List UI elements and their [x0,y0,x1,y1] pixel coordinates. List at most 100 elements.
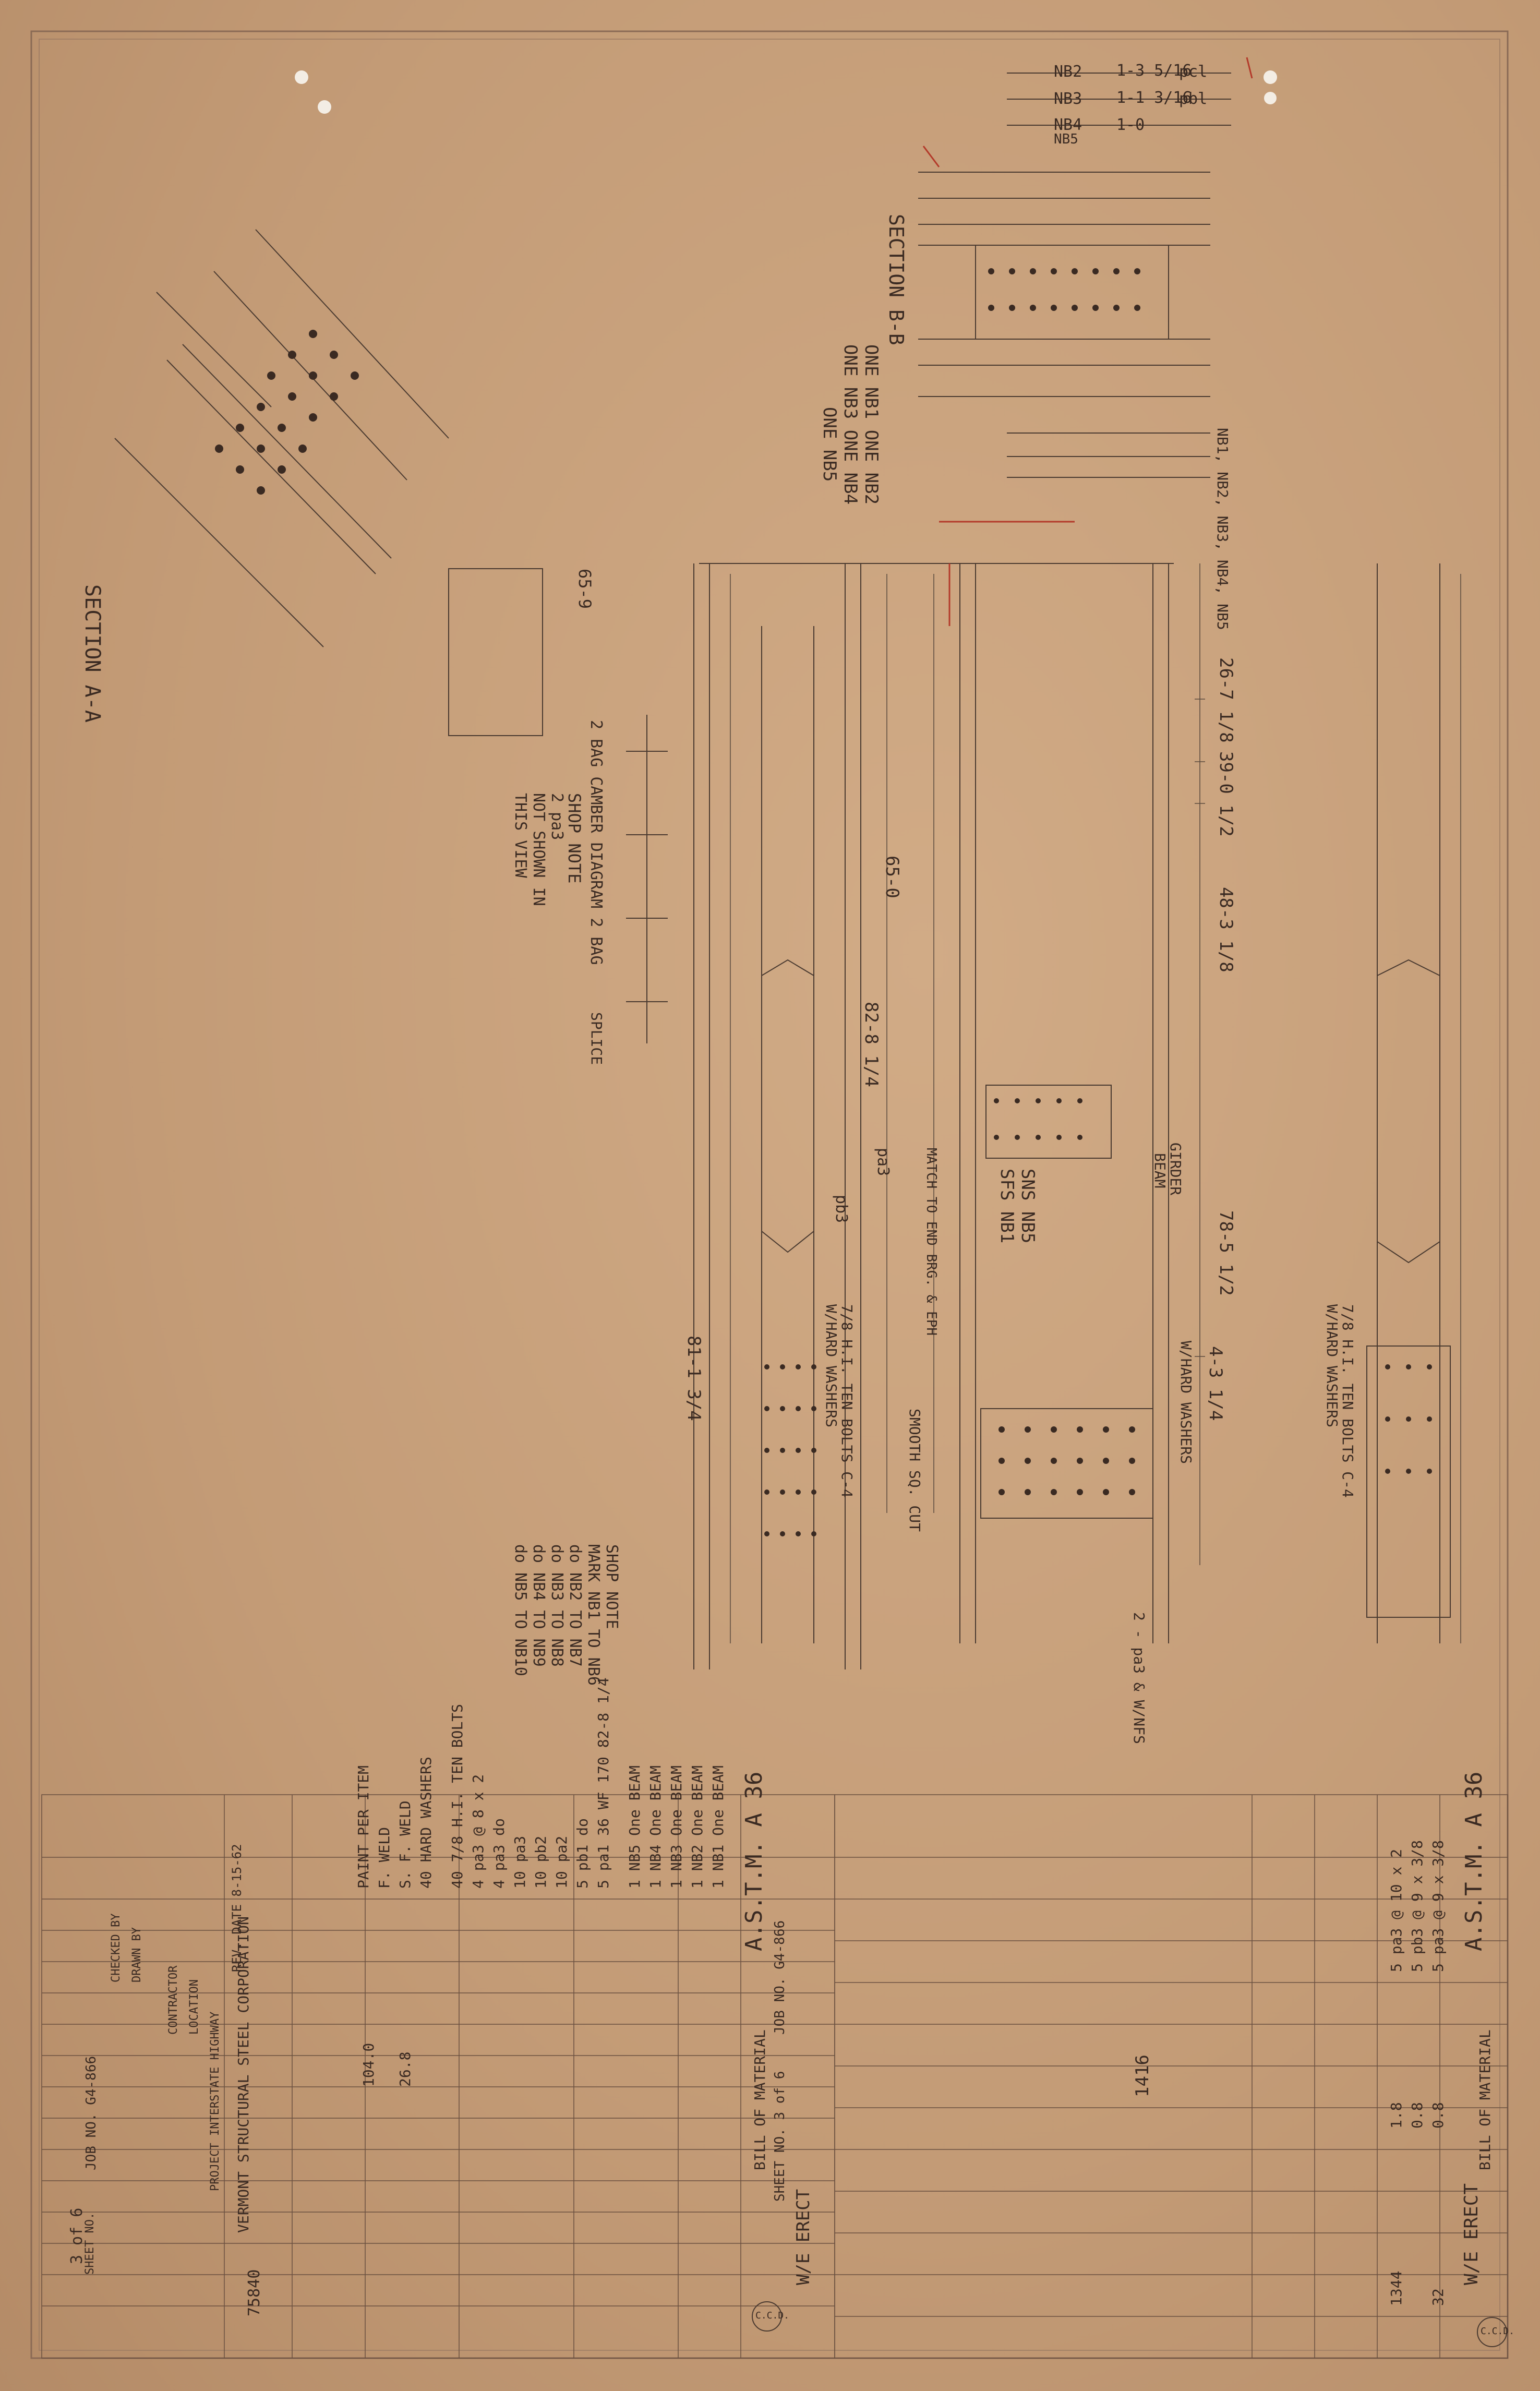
title-sheet-value: 3 of 6 [68,2207,86,2264]
table-row: 5 pa3 @ 10 x 2 [1388,1848,1405,1972]
label-nb4: NB4 [1054,116,1082,134]
smooth-cut-note: SMOOTH SQ. CUT [906,1409,923,1532]
dim-48-3: 48-3 1/8 [1216,887,1236,972]
washer-nfs-note: 2 - pa3 & W/NFS [1130,1612,1148,1744]
sfs-nb1: SFS NB1 [996,1169,1017,1244]
table-cell: 1.8 [1388,2102,1405,2129]
mark-note-3: do NB3 TO NB8 [548,1544,566,1667]
upper-bolt-table [918,73,1231,478]
bolts-note-1: 7/8 H.I. TEN BOLTS C-4 [838,1304,856,1498]
drawn-by-label: DRAWN BY [130,1927,143,1983]
title-job-no: JOB NO. G4-866 [83,2056,99,2170]
table-row: 1 NB2 One BEAM [689,1765,706,1889]
mark-note-5: do NB5 TO NB10 [511,1544,530,1676]
girder-label: GIRDER [1167,1143,1184,1196]
bom-right-header: A.S.T.M. A 36 [1461,1771,1487,1951]
bom-left-total-2: 104.0 [360,2042,377,2087]
punch-hole [1264,92,1277,104]
shop-note-line3: THIS VIEW [511,793,530,878]
punch-hole [1264,70,1277,84]
rev-date-label: REV. DATE 8-15-62 [230,1844,244,1972]
table-cell: 0.8 [1409,2102,1426,2129]
stamp-circle [1477,2317,1507,2347]
table-row: 5 pb1 do [574,1818,591,1889]
bom-right-weight-note: 1344 [1388,2270,1405,2306]
label-pcl: pcl [1179,63,1208,81]
splice-bolt-grid [764,1098,1432,1536]
dim-81: 81-1 3/4 [683,1336,704,1421]
bom-right-total: 1416 [1132,2054,1153,2097]
bom-right-wt-erect: W/E ERECT [1461,2183,1482,2285]
bom-left-grand-total: 75840 [245,2269,263,2316]
table-row: 10 pa3 [511,1835,528,1889]
table-row: F. WELD [376,1827,393,1889]
dim-65-0: 65-0 [882,856,903,898]
bom-right-grid [834,1794,1508,2359]
sheet-border [30,30,1509,2359]
table-row: 5 pa3 @ 9 x 3/8 [1429,1840,1447,1972]
table-row: 5 pb3 @ 9 x 3/8 [1409,1840,1426,1972]
label-pa3: pa3 [874,1148,892,1176]
table-cell: 32 [1429,2288,1447,2306]
camber-label: 2 BAG CAMBER DIAGRAM 2 BAG [587,720,605,965]
stamp-right-text: C.C.D. [1481,2326,1515,2337]
label-pb3: pb3 [832,1195,850,1223]
contractor-label: CONTRACTOR [167,1965,180,2035]
punch-hole [318,100,331,114]
section-bb-title: SECTION B-B [885,214,908,345]
mark-note-1: MARK NB1 TO NB6 [584,1544,603,1686]
one-nb5-label: ONE NB5 [819,407,840,482]
table-row: 1 NB3 One BEAM [668,1765,685,1889]
bolts-note-2: W/HARD WASHERS [823,1304,840,1428]
mark-note-4: do NB4 TO NB9 [530,1544,548,1667]
section-aa-title: SECTION A-A [80,584,104,723]
bom-right-title: BILL OF MATERIAL [1476,2029,1494,2170]
label-nb3: NB3 [1054,90,1082,108]
bom-left-job: JOB NO. G4-866 [772,1920,788,2035]
match-note: MATCH TO END BRG. & EPH [923,1148,939,1336]
right-beam-elevation [1366,563,1451,1643]
table-row: 40 7/8 H.I. TEN BOLTS [449,1703,466,1889]
label-nb3-dim: 1-1 3/16 [1116,89,1192,107]
bom-left-sheet: SHEET NO. 3 of 6 [772,2071,788,2202]
mark-note-title: SHOP NOTE [603,1544,621,1629]
stamp-circle [752,2301,782,2332]
location-label: LOCATION [188,1979,201,2035]
table-row: PAINT PER ITEM [355,1765,372,1889]
punch-hole [295,70,308,84]
bolts-note-right: 7/8 H.I. TEN BOLTS C-4 [1339,1304,1356,1498]
shop-note-title: SHOP NOTE [564,793,584,884]
bom-left-title: BILL OF MATERIAL [751,2029,768,2170]
camber-diagram [626,715,668,1043]
table-row: 5 pa1 36 WF 170 82-8 1/4 [595,1677,612,1889]
dim-78-5: 78-5 1/2 [1216,1210,1236,1296]
section-aa-detail [114,229,543,736]
checked-by-label: CHECKED BY [110,1913,123,1983]
splice-label: SPLICE [588,1012,605,1065]
one-nb1-label: ONE NB1 ONE NB2 [861,344,882,505]
label-pbl: pbl [1179,90,1208,108]
table-row: 10 pb2 [532,1835,549,1889]
dim-82-8: 82-8 1/4 [861,1002,882,1087]
table-cell: 0.8 [1429,2102,1447,2129]
bom-left-total-1: 26.8 [396,2051,414,2087]
beam-label: BEAM [1151,1153,1169,1188]
bom-left-header: A.S.T.M. A 36 [741,1771,767,1951]
table-row: 1 NB5 One BEAM [626,1765,643,1889]
mark-note-2: do NB2 TO NB7 [566,1544,584,1667]
table-row: 10 pa2 [553,1835,570,1889]
table-row: S. F. WELD [396,1800,414,1889]
dim-4-3: 4-3 1/4 [1205,1346,1226,1421]
stamp-left-text: C.C.D. [755,2310,790,2321]
label-nb2: NB2 [1054,63,1082,81]
main-beam-elevation [693,563,1174,1669]
upper-bolt-dots [988,268,1140,311]
one-nb3-label: ONE NB3 ONE NB4 [840,344,861,505]
dim-39-0: 39-0 1/2 [1216,751,1236,837]
table-row: 4 pa3 do [490,1818,508,1889]
dim-65-9: 65-9 [575,569,595,609]
sns-nb5: SNS NB5 [1017,1169,1038,1244]
dim-26-7: 26-7 1/8 [1216,657,1236,743]
